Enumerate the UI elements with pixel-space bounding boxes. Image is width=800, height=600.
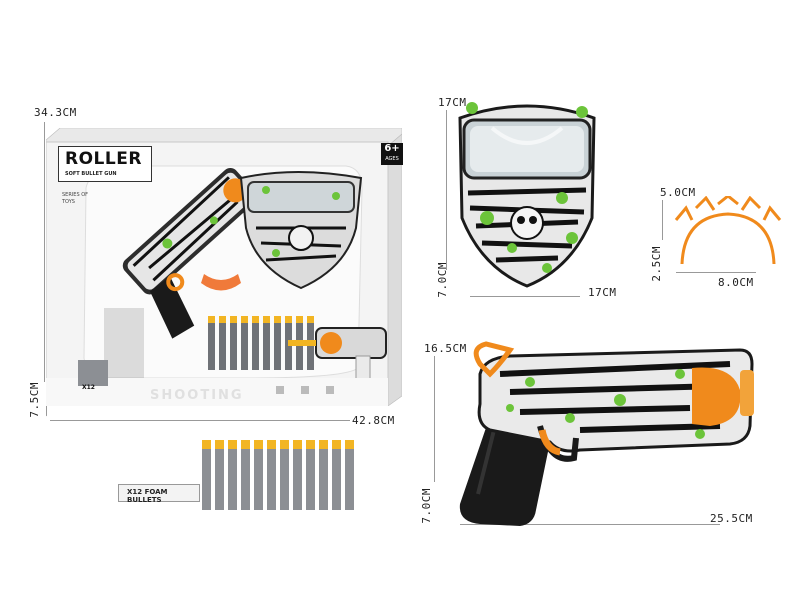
gun-depth-label: 7.0CM bbox=[420, 488, 433, 524]
package-box-art bbox=[46, 128, 402, 406]
package-bullets-badge: X12 bbox=[82, 384, 95, 391]
mask-art bbox=[458, 102, 596, 288]
gun-art bbox=[459, 341, 754, 526]
ring-height-line bbox=[662, 200, 663, 240]
ring-height-label: 5.0CM bbox=[660, 186, 696, 199]
age-badge: 6+ AGES bbox=[381, 143, 403, 165]
ring-depth-label: 2.5CM bbox=[650, 246, 663, 282]
foam-bullets-art bbox=[202, 440, 354, 510]
gun-image bbox=[450, 334, 760, 530]
mask-height-label: 17CM bbox=[438, 96, 467, 109]
ring-width-line bbox=[676, 272, 756, 273]
orange-ring-art bbox=[674, 196, 782, 265]
mask-image bbox=[452, 98, 602, 288]
gun-height-line bbox=[434, 356, 435, 482]
foam-bullets-label-box: X12 FOAM BULLETS bbox=[118, 484, 200, 504]
package-bottom-text: SHOOTING bbox=[150, 388, 244, 403]
mask-width-label: 17CM bbox=[588, 286, 617, 299]
gun-height-label: 16.5CM bbox=[424, 342, 467, 355]
orange-ring bbox=[672, 196, 784, 266]
ring-width-label: 8.0CM bbox=[718, 276, 754, 289]
box-width-label: 42.8CM bbox=[352, 414, 395, 427]
brand-name: ROLLER bbox=[65, 149, 142, 169]
series-text-2: TOYS bbox=[62, 199, 75, 205]
age-value: 6+ bbox=[384, 143, 400, 154]
box-width-line bbox=[50, 420, 350, 421]
mask-depth-label: 7.0CM bbox=[436, 262, 449, 298]
mask-height-line bbox=[446, 110, 447, 270]
box-height-line bbox=[44, 122, 45, 382]
gun-width-label: 25.5CM bbox=[710, 512, 753, 525]
package-box bbox=[46, 128, 402, 406]
series-text: SERIES OF bbox=[62, 192, 89, 198]
box-height-label: 34.3CM bbox=[34, 106, 77, 119]
box-depth-label: 7.5CM bbox=[28, 382, 41, 418]
mask-width-line bbox=[470, 296, 580, 297]
gun-width-line bbox=[460, 524, 720, 525]
foam-bullets bbox=[202, 440, 362, 510]
age-sub: AGES bbox=[385, 156, 399, 162]
brand-subtitle: SOFT BULLET GUN bbox=[65, 171, 117, 177]
brand-logo: ROLLER SOFT BULLET GUN bbox=[58, 146, 152, 182]
foam-bullets-label: X12 FOAM BULLETS bbox=[127, 488, 168, 504]
